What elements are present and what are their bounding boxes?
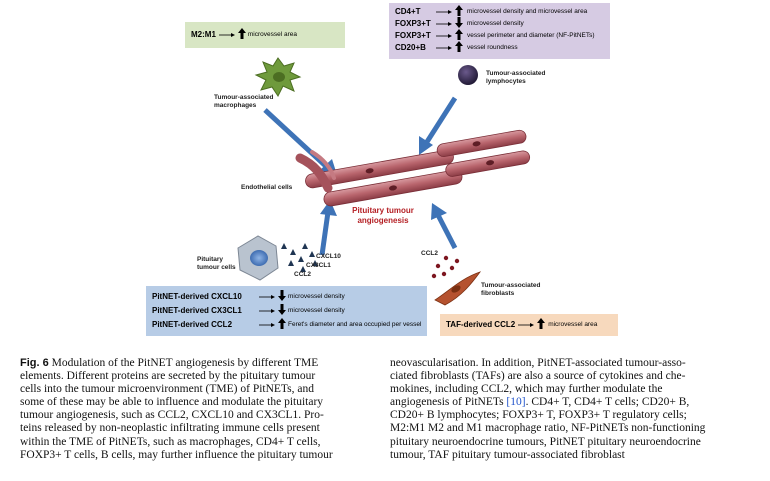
effect-label: PitNET-derived CXCL10 xyxy=(152,292,242,301)
caption-line: some of these may be able to influence a… xyxy=(20,396,324,409)
effect-text: Feret's diameter and area occupied per v… xyxy=(288,321,422,328)
caption-line: cells into the tumour microenvironment (… xyxy=(20,383,314,396)
label-angiogenesis: Pituitary tumour angiogenesis xyxy=(352,206,414,225)
effect-row: FOXP3+T vessel perimeter and diameter (N… xyxy=(395,29,595,42)
right-arrow-icon xyxy=(435,44,453,52)
figure: M2:M1 microvessel area CD4+T microvessel… xyxy=(146,3,618,336)
right-arrow-icon xyxy=(258,307,276,315)
right-arrow-icon xyxy=(517,321,535,329)
ccl2-dots xyxy=(431,255,460,279)
caption-line: within the TME of PitNETs, such as macro… xyxy=(20,435,321,448)
effect-row: TAF-derived CCL2 microvessel area xyxy=(446,318,598,331)
effect-text: microvessel density and microvessel area xyxy=(467,8,588,15)
caption-line: M2:M1 M2 and M1 macrophage ratio, NF-Pit… xyxy=(390,422,706,435)
effect-text: microvessel area xyxy=(548,321,598,328)
citation-link[interactable]: [10] xyxy=(506,396,526,409)
effect-text: microvessel density xyxy=(288,293,345,300)
up-arrow-icon xyxy=(455,41,463,54)
caption-line: elements. Different proteins are secrete… xyxy=(20,370,316,383)
pitnet-effects-box: PitNET-derived CXCL10 microvessel densit… xyxy=(146,286,427,336)
effect-row: CD4+T microvessel density and microvesse… xyxy=(395,5,588,18)
down-arrow-icon xyxy=(278,304,286,317)
caption-line: FOXP3+ T cells, B cells, may further inf… xyxy=(20,448,333,461)
right-arrow-icon xyxy=(435,20,453,28)
chemokine-triangles xyxy=(281,243,318,272)
up-arrow-icon xyxy=(278,318,286,331)
up-arrow-icon xyxy=(537,318,546,331)
effect-text: microvessel density xyxy=(288,307,345,314)
label-fibroblasts: Tumour-associated fibroblasts xyxy=(481,282,541,297)
up-arrow-icon xyxy=(455,29,463,42)
effect-label: M2:M1 xyxy=(191,30,216,39)
figure-drawing xyxy=(237,57,531,306)
macrophage-cell xyxy=(254,57,302,97)
effect-label: FOXP3+T xyxy=(395,31,431,40)
right-arrow-icon xyxy=(258,293,276,301)
effect-label: CD4+T xyxy=(395,7,421,16)
caption-right-column: neovascularisation. In addition, PitNET-… xyxy=(390,357,750,462)
caption-line: tumour angiogenesis, such as CCL2, CXCL1… xyxy=(20,409,324,422)
caption-line: ciated fibroblasts (TAFs) are also a sou… xyxy=(390,370,686,383)
caption-line: mokines, including CCL2, which may furth… xyxy=(390,383,663,396)
arrow-fibroblast-to-vessel xyxy=(431,203,458,250)
effect-text: vessel perimeter and diameter (NF-PitNET… xyxy=(467,32,595,39)
right-arrow-icon xyxy=(435,32,453,40)
label-endothelial: Endothelial cells xyxy=(241,184,293,191)
effect-text: microvessel density xyxy=(467,20,524,27)
down-arrow-icon xyxy=(278,290,286,303)
effect-label: FOXP3+T xyxy=(395,19,431,28)
effect-label: TAF-derived CCL2 xyxy=(446,320,516,329)
up-arrow-icon xyxy=(237,28,246,41)
effect-row: PitNET-derived CXCL10 microvessel densit… xyxy=(152,290,345,303)
label-cx3cl1: CX3CL1 xyxy=(306,262,331,269)
endothelial-vessels xyxy=(295,129,531,207)
figure-number: Fig. 6 xyxy=(20,357,49,369)
taf-effects-box: TAF-derived CCL2 microvessel area xyxy=(440,314,618,336)
effect-row: M2:M1 microvessel area xyxy=(191,28,298,41)
lymphocyte-cell xyxy=(458,65,478,85)
label-macrophages: Tumour-associated macrophages xyxy=(214,94,274,109)
lymphocyte-effects-box: CD4+T microvessel density and microvesse… xyxy=(389,3,610,59)
right-arrow-icon xyxy=(258,321,276,329)
effect-row: PitNET-derived CX3CL1 microvessel densit… xyxy=(152,304,345,317)
macrophage-effects-box: M2:M1 microvessel area xyxy=(185,22,345,48)
caption-line: teins released by non-neoplastic infiltr… xyxy=(20,422,320,435)
effect-label: CD20+B xyxy=(395,43,426,52)
caption-left-column: Fig. 6 Modulation of the PitNET angiogen… xyxy=(20,357,370,462)
caption-line: Fig. 6 Modulation of the PitNET angiogen… xyxy=(20,357,370,370)
down-arrow-icon xyxy=(455,17,463,30)
arrow-tumour-to-vessel xyxy=(319,200,337,256)
arrow-lymphocyte-to-vessel xyxy=(419,96,458,155)
effect-row: CD20+B vessel roundness xyxy=(395,41,518,54)
effect-label: PitNET-derived CCL2 xyxy=(152,320,233,329)
pituitary-tumour-cell xyxy=(237,235,279,281)
effect-row: FOXP3+T microvessel density xyxy=(395,17,524,30)
effect-text: microvessel area xyxy=(247,31,298,38)
caption-text: . CD4+ T, CD4+ T cells; CD20+ B, xyxy=(525,396,690,409)
caption-line: angiogenesis of PitNETs [10]. CD4+ T, CD… xyxy=(390,396,750,409)
effect-row: PitNET-derived CCL2 Feret's diameter and… xyxy=(152,318,422,331)
caption-line: tumour, TAF pituitary tumour-associated … xyxy=(390,448,625,461)
caption-text: Modulation of the PitNET angiogenesis by… xyxy=(51,357,319,369)
label-ccl2-tumour: CCL2 xyxy=(294,271,311,278)
fibroblast-cell xyxy=(434,271,482,306)
label-lymphocytes: Tumour-associated lymphocytes xyxy=(486,70,546,85)
up-arrow-icon xyxy=(455,5,463,18)
caption-text: angiogenesis of PitNETs xyxy=(390,396,504,409)
effect-text: vessel roundness xyxy=(467,44,518,51)
caption-line: pituitary neuroendocrine tumours, PitNET… xyxy=(390,435,701,448)
label-ccl2-taf: CCL2 xyxy=(421,250,438,257)
caption-line: neovascularisation. In addition, PitNET-… xyxy=(390,357,686,369)
right-arrow-icon xyxy=(218,31,236,39)
right-arrow-icon xyxy=(435,8,453,16)
label-pituitary-cells: Pituitary tumour cells xyxy=(197,256,236,271)
effect-label: PitNET-derived CX3CL1 xyxy=(152,306,242,315)
label-cxcl10: CXCL10 xyxy=(316,253,341,260)
caption-line: CD20+ B lymphocytes; FOXP3+ T, FOXP3+ T … xyxy=(390,409,687,422)
